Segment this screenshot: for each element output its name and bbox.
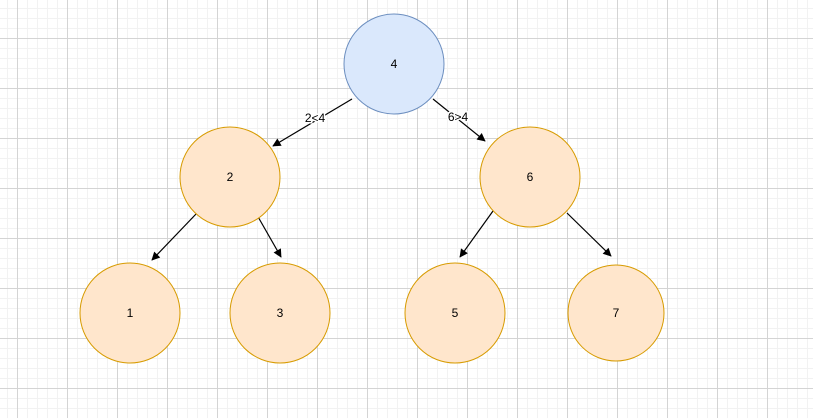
tree-node-5[interactable]: 5 bbox=[404, 262, 506, 364]
tree-node-circle[interactable] bbox=[343, 13, 445, 115]
tree-node-4[interactable]: 4 bbox=[343, 13, 445, 115]
edge-4-2[interactable] bbox=[272, 98, 353, 147]
edge-2-3[interactable] bbox=[256, 214, 282, 258]
edge-4-6[interactable] bbox=[432, 98, 486, 142]
tree-node-circle[interactable] bbox=[567, 264, 665, 362]
tree-node-label: 3 bbox=[277, 306, 284, 320]
tree-node-circle[interactable] bbox=[179, 126, 281, 228]
tree-node-label: 4 bbox=[391, 57, 398, 71]
tree-node-1[interactable]: 1 bbox=[79, 262, 181, 364]
edge-label: 6>4 bbox=[448, 110, 469, 124]
tree-node-label: 6 bbox=[527, 170, 534, 184]
tree-node-circle[interactable] bbox=[79, 262, 181, 364]
tree-node-7[interactable]: 7 bbox=[567, 264, 665, 362]
tree-node-3[interactable]: 3 bbox=[229, 262, 331, 364]
tree-node-2[interactable]: 2 bbox=[179, 126, 281, 228]
edge-2-1[interactable] bbox=[151, 212, 198, 261]
edge-6-7[interactable] bbox=[566, 212, 612, 257]
tree-node-label: 1 bbox=[127, 306, 134, 320]
tree-node-circle[interactable] bbox=[404, 262, 506, 364]
tree-node-label: 2 bbox=[227, 170, 234, 184]
edge-6-5[interactable] bbox=[459, 210, 494, 258]
tree-node-6[interactable]: 6 bbox=[479, 126, 581, 228]
edge-label: 2<4 bbox=[305, 111, 326, 125]
tree-node-circle[interactable] bbox=[229, 262, 331, 364]
tree-node-label: 7 bbox=[613, 306, 620, 320]
tree-node-label: 5 bbox=[452, 306, 459, 320]
tree-node-circle[interactable] bbox=[479, 126, 581, 228]
